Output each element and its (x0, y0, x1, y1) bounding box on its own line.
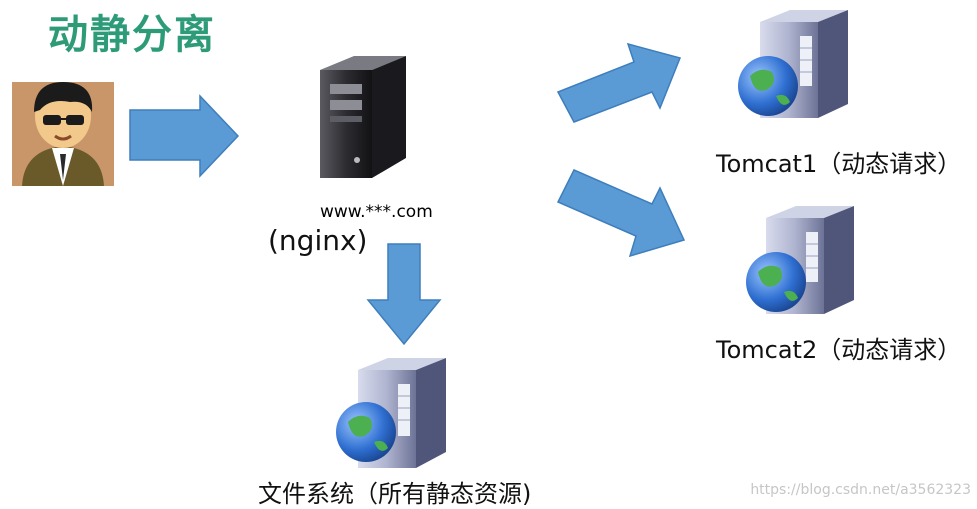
arrow-nginx-to-tomcat1 (556, 42, 682, 123)
nginx-label: (nginx) (268, 224, 368, 257)
watermark: https://blog.csdn.net/a3562323 (750, 482, 971, 498)
tomcat2-server-icon (746, 206, 854, 314)
diagram-title: 动静分离 (48, 12, 216, 58)
arrow-nginx-to-filesystem (366, 243, 442, 346)
user-avatar-icon (12, 82, 114, 186)
arrow-user-to-nginx (129, 94, 240, 178)
arrow-nginx-to-tomcat2 (556, 169, 686, 258)
filesystem-server-icon (336, 358, 446, 468)
filesystem-label: 文件系统（所有静态资源) (258, 480, 532, 508)
tomcat1-label: Tomcat1（动态请求） (716, 150, 962, 178)
nginx-server-icon (320, 56, 406, 178)
tomcat2-label: Tomcat2（动态请求） (716, 336, 962, 364)
domain-label: www.***.com (314, 200, 439, 224)
tomcat1-server-icon (738, 10, 848, 118)
